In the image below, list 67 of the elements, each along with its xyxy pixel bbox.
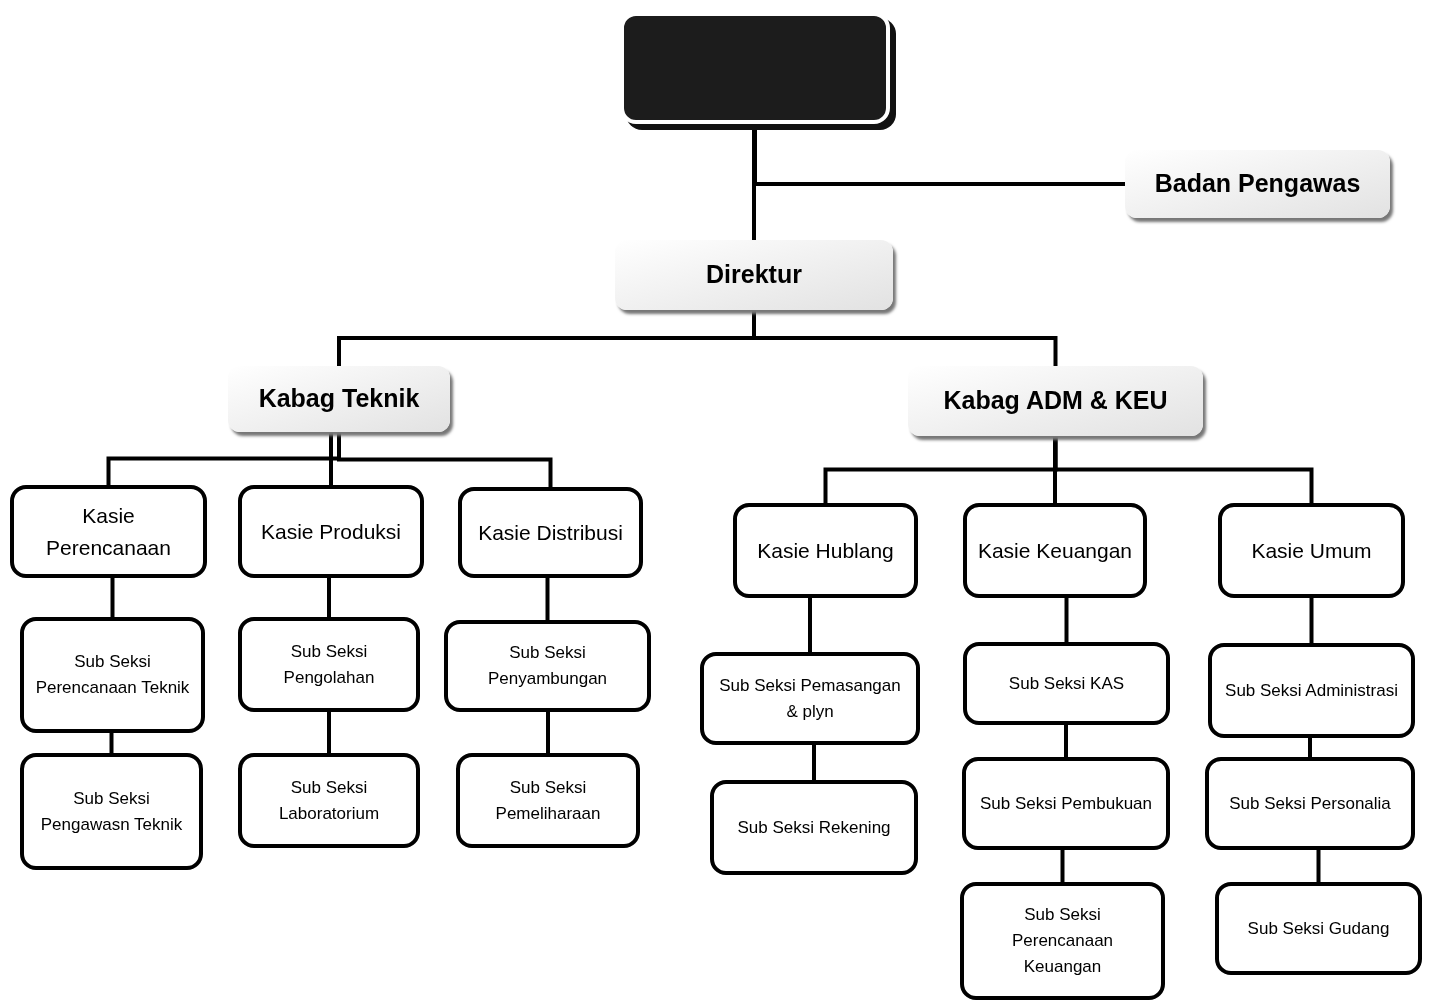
unit-name: Sub Seksi Pemasangan & plyn (718, 674, 902, 723)
connector-line (329, 432, 333, 485)
subsection-box (456, 753, 640, 848)
unit-name: Badan Pengawas (1154, 168, 1361, 200)
unit-box (1125, 150, 1390, 218)
subsection-box (238, 753, 420, 848)
connector-line (1053, 436, 1057, 503)
unit-name: Sub Seksi Laboratorium (277, 776, 381, 825)
unit-name: Sub Seksi Pembukuan (980, 792, 1152, 815)
section-box (1218, 503, 1405, 598)
subsection-box (444, 620, 651, 712)
unit-name: Sub Seksi Perencanaan Teknik (34, 651, 191, 699)
unit-name: Sub Seksi Pengolahan (282, 640, 376, 689)
unit-name: Kasie Umum (1251, 537, 1372, 564)
subsection-box (963, 642, 1170, 725)
connector-line (1308, 738, 1312, 757)
connector-line (109, 733, 114, 753)
subsection-box (700, 652, 920, 745)
unit-name: Sub Seksi Pemeliharaan (494, 776, 602, 825)
subsection-box (20, 617, 205, 733)
subsection-box (1205, 757, 1415, 850)
subsection-box (238, 617, 420, 712)
unit-name: Sub Seksi KAS (1008, 672, 1125, 695)
section-box (458, 487, 643, 578)
unit-name: Kasie Keuangan (977, 537, 1133, 564)
unit-name: Sub Seksi Gudang (1247, 917, 1390, 940)
connector-line (808, 598, 812, 652)
unit-name: Sub Seksi Rekening (737, 816, 891, 839)
section-box (10, 485, 207, 578)
connector-line (546, 712, 550, 753)
unit-name: Sub Seksi Administrasi (1225, 679, 1398, 702)
connector-line (1053, 436, 1314, 503)
subsection-box (962, 757, 1170, 850)
unit-box (228, 366, 450, 432)
unit-box (908, 366, 1203, 436)
unit-name: Direktur (706, 259, 802, 291)
unit-name: Sub Seksi Personalia (1229, 792, 1391, 815)
unit-name: Sub Seksi Penyambungan (486, 642, 609, 690)
unit-name: Kasie Produksi (260, 518, 402, 545)
subsection-box (960, 882, 1165, 1000)
unit-name: Kasie Distribusi (478, 519, 623, 546)
unit-name: Sub Seksi Perencanaan Keuangan (1010, 904, 1115, 978)
connector-line (1309, 598, 1314, 643)
subsection-box (1215, 882, 1422, 975)
unit-name: Sub Seksi Pengawasn Teknik (39, 787, 184, 836)
section-box (733, 503, 918, 598)
connector-line (337, 432, 553, 487)
section-box (238, 485, 424, 578)
subsection-box (1208, 643, 1415, 738)
unit-name: Kasie Perencanaan (45, 502, 172, 561)
connector-line (812, 745, 816, 780)
connector-line (327, 578, 331, 617)
unit-name: Kabag Teknik (258, 383, 420, 415)
unit-box (615, 240, 893, 310)
connector-line (752, 310, 1058, 366)
connector-line (545, 578, 550, 620)
connector-line (1060, 850, 1065, 882)
connector-line (1064, 725, 1068, 757)
unit-name: Kabag ADM & KEU (943, 385, 1168, 417)
section-box (963, 503, 1147, 598)
connector-line (1316, 850, 1321, 882)
connector-line (1064, 598, 1069, 642)
connector-line (110, 578, 115, 617)
subsection-box (20, 753, 203, 870)
unit-name: Kasie Hublang (757, 537, 894, 564)
subsection-box (710, 780, 918, 875)
connector-line (327, 712, 331, 753)
